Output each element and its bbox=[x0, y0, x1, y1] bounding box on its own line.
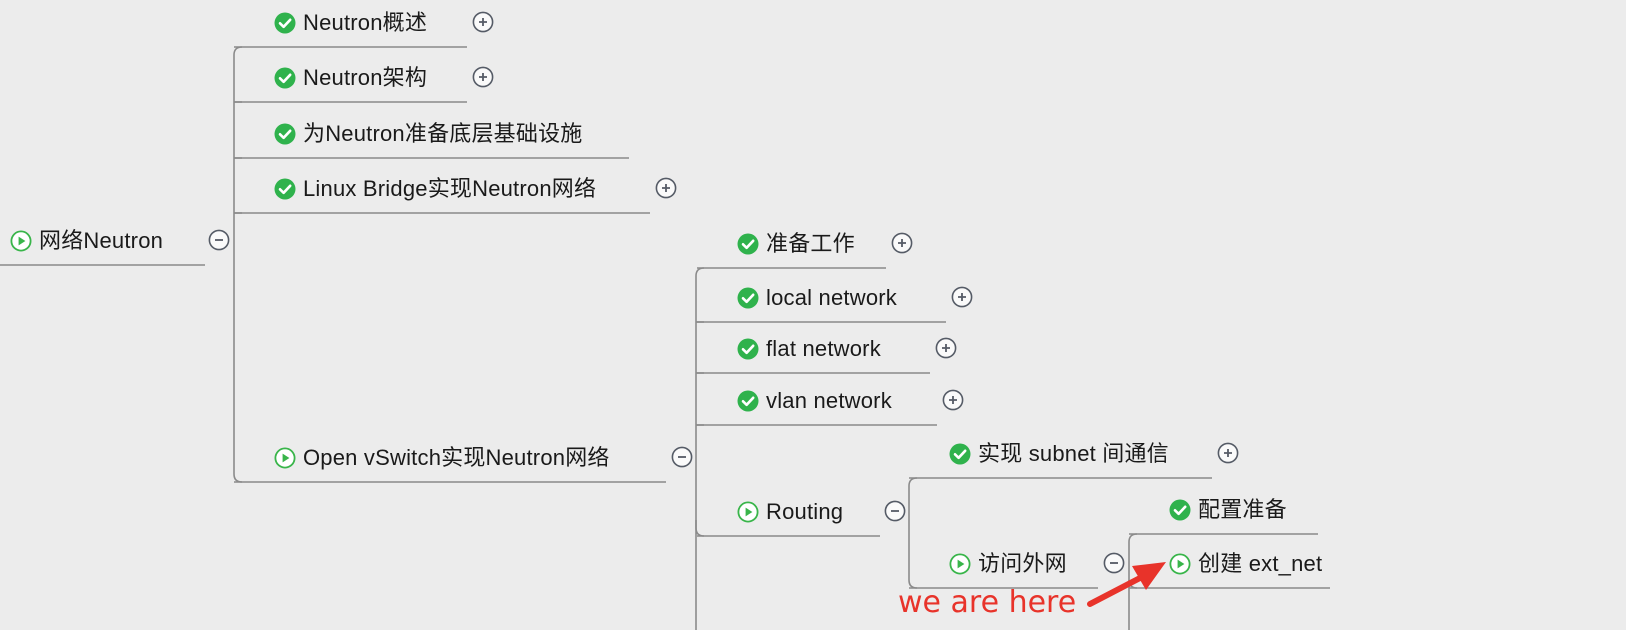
node-label: 实现 subnet 间通信 bbox=[978, 441, 1169, 466]
node-label: Neutron架构 bbox=[303, 65, 428, 90]
expand-icon[interactable] bbox=[655, 177, 677, 199]
node-local-network[interactable]: local network bbox=[737, 283, 897, 313]
collapse-icon[interactable] bbox=[884, 500, 906, 522]
node-label: vlan network bbox=[766, 388, 892, 413]
play-icon[interactable] bbox=[737, 501, 759, 523]
collapse-icon[interactable] bbox=[1103, 552, 1125, 574]
check-icon[interactable] bbox=[1169, 499, 1191, 521]
expand-icon[interactable] bbox=[951, 286, 973, 308]
connector-curve bbox=[233, 473, 243, 483]
node-subnet[interactable]: 实现 subnet 间通信 bbox=[949, 439, 1169, 469]
connector-curve bbox=[233, 46, 243, 56]
play-icon[interactable] bbox=[274, 447, 296, 469]
node-r4_4_1_0[interactable]: 配置准备 bbox=[1169, 495, 1287, 525]
node-label: local network bbox=[766, 285, 897, 310]
node-r4_0[interactable]: 准备工作 bbox=[737, 229, 855, 259]
expand-icon[interactable] bbox=[472, 11, 494, 33]
node-neutron[interactable]: 为Neutron准备底层基础设施 bbox=[274, 119, 582, 149]
node-neutron[interactable]: Neutron架构 bbox=[274, 63, 427, 93]
arrow-icon bbox=[1087, 562, 1166, 607]
connector-curve bbox=[908, 579, 918, 589]
collapse-icon[interactable] bbox=[208, 229, 230, 251]
node-flat-network[interactable]: flat network bbox=[737, 334, 881, 364]
expand-icon[interactable] bbox=[1217, 442, 1239, 464]
node-ext-net[interactable]: 创建 ext_net bbox=[1169, 549, 1322, 579]
node-linux-bridge-neutron[interactable]: Linux Bridge实现Neutron网络 bbox=[274, 174, 596, 204]
node-label: 准备工作 bbox=[766, 231, 855, 256]
connector-curve bbox=[695, 527, 705, 537]
annotation-label: we are here bbox=[898, 585, 1077, 620]
node-label: Linux Bridge实现Neutron网络 bbox=[303, 176, 597, 201]
check-icon[interactable] bbox=[737, 287, 759, 309]
expand-icon[interactable] bbox=[472, 66, 494, 88]
collapse-icon[interactable] bbox=[671, 446, 693, 468]
node-label: flat network bbox=[766, 336, 881, 361]
expand-icon[interactable] bbox=[891, 232, 913, 254]
connector-curve bbox=[1128, 533, 1138, 543]
check-icon[interactable] bbox=[949, 443, 971, 465]
node-neutron[interactable]: Neutron概述 bbox=[274, 8, 427, 38]
check-icon[interactable] bbox=[737, 390, 759, 412]
play-icon[interactable] bbox=[949, 553, 971, 575]
node-label: Neutron概述 bbox=[303, 10, 428, 35]
node-label: Open vSwitch实现Neutron网络 bbox=[303, 445, 610, 470]
expand-icon[interactable] bbox=[935, 337, 957, 359]
node-neutron[interactable]: 网络Neutron bbox=[10, 226, 163, 256]
play-icon[interactable] bbox=[10, 230, 32, 252]
node-open-vswitch-neutron[interactable]: Open vSwitch实现Neutron网络 bbox=[274, 443, 610, 473]
check-icon[interactable] bbox=[274, 12, 296, 34]
node-label: Routing bbox=[766, 499, 844, 524]
play-icon[interactable] bbox=[1169, 553, 1191, 575]
check-icon[interactable] bbox=[274, 67, 296, 89]
node-label: 创建 ext_net bbox=[1198, 551, 1323, 576]
connector-curve bbox=[908, 477, 918, 487]
check-icon[interactable] bbox=[274, 123, 296, 145]
expand-icon[interactable] bbox=[942, 389, 964, 411]
node-label: 访问外网 bbox=[978, 551, 1067, 576]
node-label: 网络Neutron bbox=[39, 228, 164, 253]
check-icon[interactable] bbox=[737, 233, 759, 255]
node-label: 为Neutron准备底层基础设施 bbox=[303, 121, 583, 146]
node-vlan-network[interactable]: vlan network bbox=[737, 386, 892, 416]
node-r4_4_1[interactable]: 访问外网 bbox=[949, 549, 1067, 579]
check-icon[interactable] bbox=[274, 178, 296, 200]
node-routing[interactable]: Routing bbox=[737, 497, 843, 527]
connector-curve bbox=[695, 267, 705, 277]
node-label: 配置准备 bbox=[1198, 497, 1287, 522]
check-icon[interactable] bbox=[737, 338, 759, 360]
